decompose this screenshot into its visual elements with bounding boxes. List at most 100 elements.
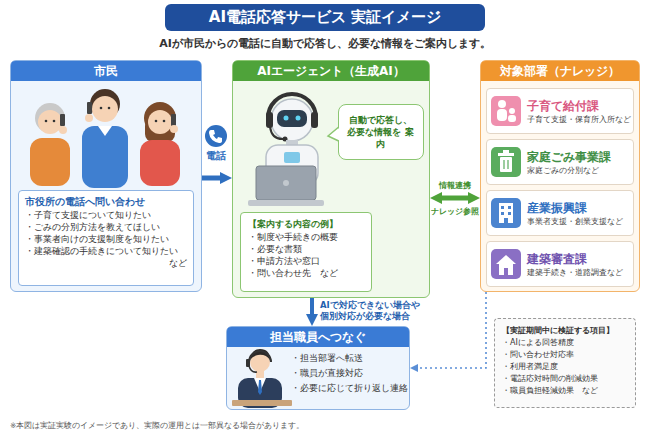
icon-glyph	[499, 264, 513, 275]
phone-icon-circle	[205, 125, 227, 147]
department-box: 家庭ごみ事業課家庭ごみの分別など	[486, 139, 634, 185]
panel: 市民市役所の電話へ問い合わせ・子育て支援について知りたい・ごみの分別方法を教えて…	[10, 60, 202, 292]
earcup	[311, 112, 318, 128]
staff-body	[238, 378, 282, 408]
department-box: 建築審査課建築手続き・道路調査など	[486, 241, 634, 287]
bullet-item: ・制度や手続きの概要	[248, 231, 364, 243]
robot-visor	[277, 110, 307, 127]
staff-neck	[256, 371, 264, 379]
panel: 担当職員へつなぐ・担当部署へ転送・職員が直接対応・必要に応じて折り返し連絡	[226, 326, 410, 410]
diagram-title: AI電話応答サービス 実証イメージ	[165, 4, 485, 31]
laptop-screen	[256, 166, 316, 200]
robot-head	[271, 99, 313, 141]
etc-note: など	[25, 257, 187, 269]
body	[140, 140, 180, 186]
connector-label: AIで対応できない場合や 個別対応が必要な場合	[320, 300, 428, 322]
hair	[35, 103, 65, 133]
eye	[53, 120, 56, 123]
panel: 対象部署（ナレッジ）子育て給付課子育て支援・保育所入所など家庭ごみ事業課家庭ごみ…	[480, 60, 640, 292]
body	[82, 126, 128, 188]
note-box: 【実証期間中に検証する項目】・AIによる回答精度・問い合わせ対応率・利用者満足度…	[494, 318, 636, 408]
bullet-item: ・電話応対時間の削減効果	[502, 373, 628, 385]
subtitle: AIが市民からの電話に自動で応答し、必要な情報をご案内します。	[0, 37, 650, 51]
phone-handset	[209, 130, 222, 143]
department-box: 産業振興課事業者支援・創業支援など	[486, 190, 634, 236]
bullet-item: ・事業者向けの支援制度を知りたい	[25, 233, 187, 245]
department-desc: 事業者支援・創業支援など	[527, 216, 629, 227]
bullet-item: ・必要な書類	[248, 243, 364, 255]
hair	[144, 102, 176, 134]
icon-glyph	[503, 160, 504, 169]
phone	[87, 102, 92, 114]
staff-hair	[250, 349, 270, 360]
hand	[59, 126, 67, 134]
microphone	[283, 137, 288, 142]
staff-microphone	[249, 366, 257, 372]
collar	[98, 126, 112, 136]
bullet-item: ・職員負担軽減効果 など	[502, 385, 628, 397]
icon-glyph	[498, 153, 514, 156]
department-name: 産業振興課	[527, 200, 629, 216]
department-desc: 建築手続き・道路調査など	[527, 267, 629, 278]
robot-illustration	[248, 94, 324, 206]
department-desc: 子育て支援・保育所入所など	[527, 114, 629, 125]
icon-glyph	[504, 218, 508, 223]
panel-header: AIエージェント（生成AI）	[233, 61, 429, 81]
panel-header: 対象部署（ナレッジ）	[481, 61, 639, 81]
icon-glyph	[499, 203, 513, 223]
connector-arrow	[310, 298, 314, 314]
connector-arrow	[418, 292, 486, 368]
connector-arrow	[202, 176, 220, 181]
bullet-item: ・必要に応じて折り返し連絡	[291, 381, 409, 396]
bubble-tail-fill	[328, 127, 341, 141]
robot-body	[266, 145, 318, 185]
icon-glyph	[501, 212, 504, 215]
phone	[171, 114, 176, 126]
connector-label: 電話	[200, 150, 232, 162]
bullet-item: ・ごみの分別方法を教えてほしい	[25, 221, 187, 233]
bubble-tail	[328, 127, 341, 141]
icon-glyph	[508, 115, 516, 122]
face	[92, 96, 118, 122]
laptop-base	[248, 200, 324, 206]
department-name: 家庭ごみ事業課	[527, 149, 629, 165]
staff-earcup	[246, 359, 250, 367]
icon-glyph	[497, 109, 507, 121]
box-heading: 【実証期間中に検証する項目】	[502, 324, 628, 337]
icon-glyph	[498, 100, 506, 108]
bullet-item: ・職員が直接対応	[291, 366, 409, 381]
bullet-item: ・建築確認の手続きについて知りたい	[25, 245, 187, 257]
robot-neck	[286, 140, 298, 146]
bullet-item: ・問い合わせ先 など	[248, 267, 364, 279]
bullet-item: ・利用者満足度	[502, 361, 628, 373]
building-icon	[491, 249, 521, 279]
staff-tie	[258, 380, 262, 395]
caption: ※本図は実証実験のイメージであり、実際の運用とは一部異なる場合があります。	[10, 421, 304, 431]
icon-glyph	[509, 108, 515, 114]
department-box: 子育て給付課子育て支援・保育所入所など	[486, 88, 634, 134]
panel-header: 市民	[11, 61, 201, 81]
face	[148, 110, 172, 134]
garbage-icon	[491, 147, 521, 177]
hand	[85, 114, 93, 122]
hand	[170, 125, 178, 133]
icon-glyph	[503, 150, 509, 153]
panel-header: 担当職員へつなぐ	[227, 327, 409, 347]
industry-icon	[491, 198, 521, 228]
bullet-item: ・AIによる回答精度	[502, 337, 628, 349]
headset-band	[268, 94, 316, 118]
staff-shirt	[254, 378, 266, 392]
phone	[60, 114, 65, 126]
eye	[155, 120, 158, 123]
connector-arrow	[442, 196, 468, 201]
hair	[145, 118, 175, 142]
connector-label: 情報連携	[428, 180, 482, 191]
box-heading: 【案内する内容の例】	[248, 218, 364, 231]
content-box: 【案内する内容の例】・制度や手続きの概要・必要な書類・申請方法や窓口・問い合わせ…	[240, 212, 372, 292]
icon-glyph	[508, 212, 511, 215]
bullet-item: ・担当部署へ転送	[291, 351, 409, 366]
speech-bubble: 自動で応答し、 必要な情報を 案内	[338, 104, 424, 160]
icon-glyph	[496, 255, 516, 264]
desk	[232, 400, 292, 406]
